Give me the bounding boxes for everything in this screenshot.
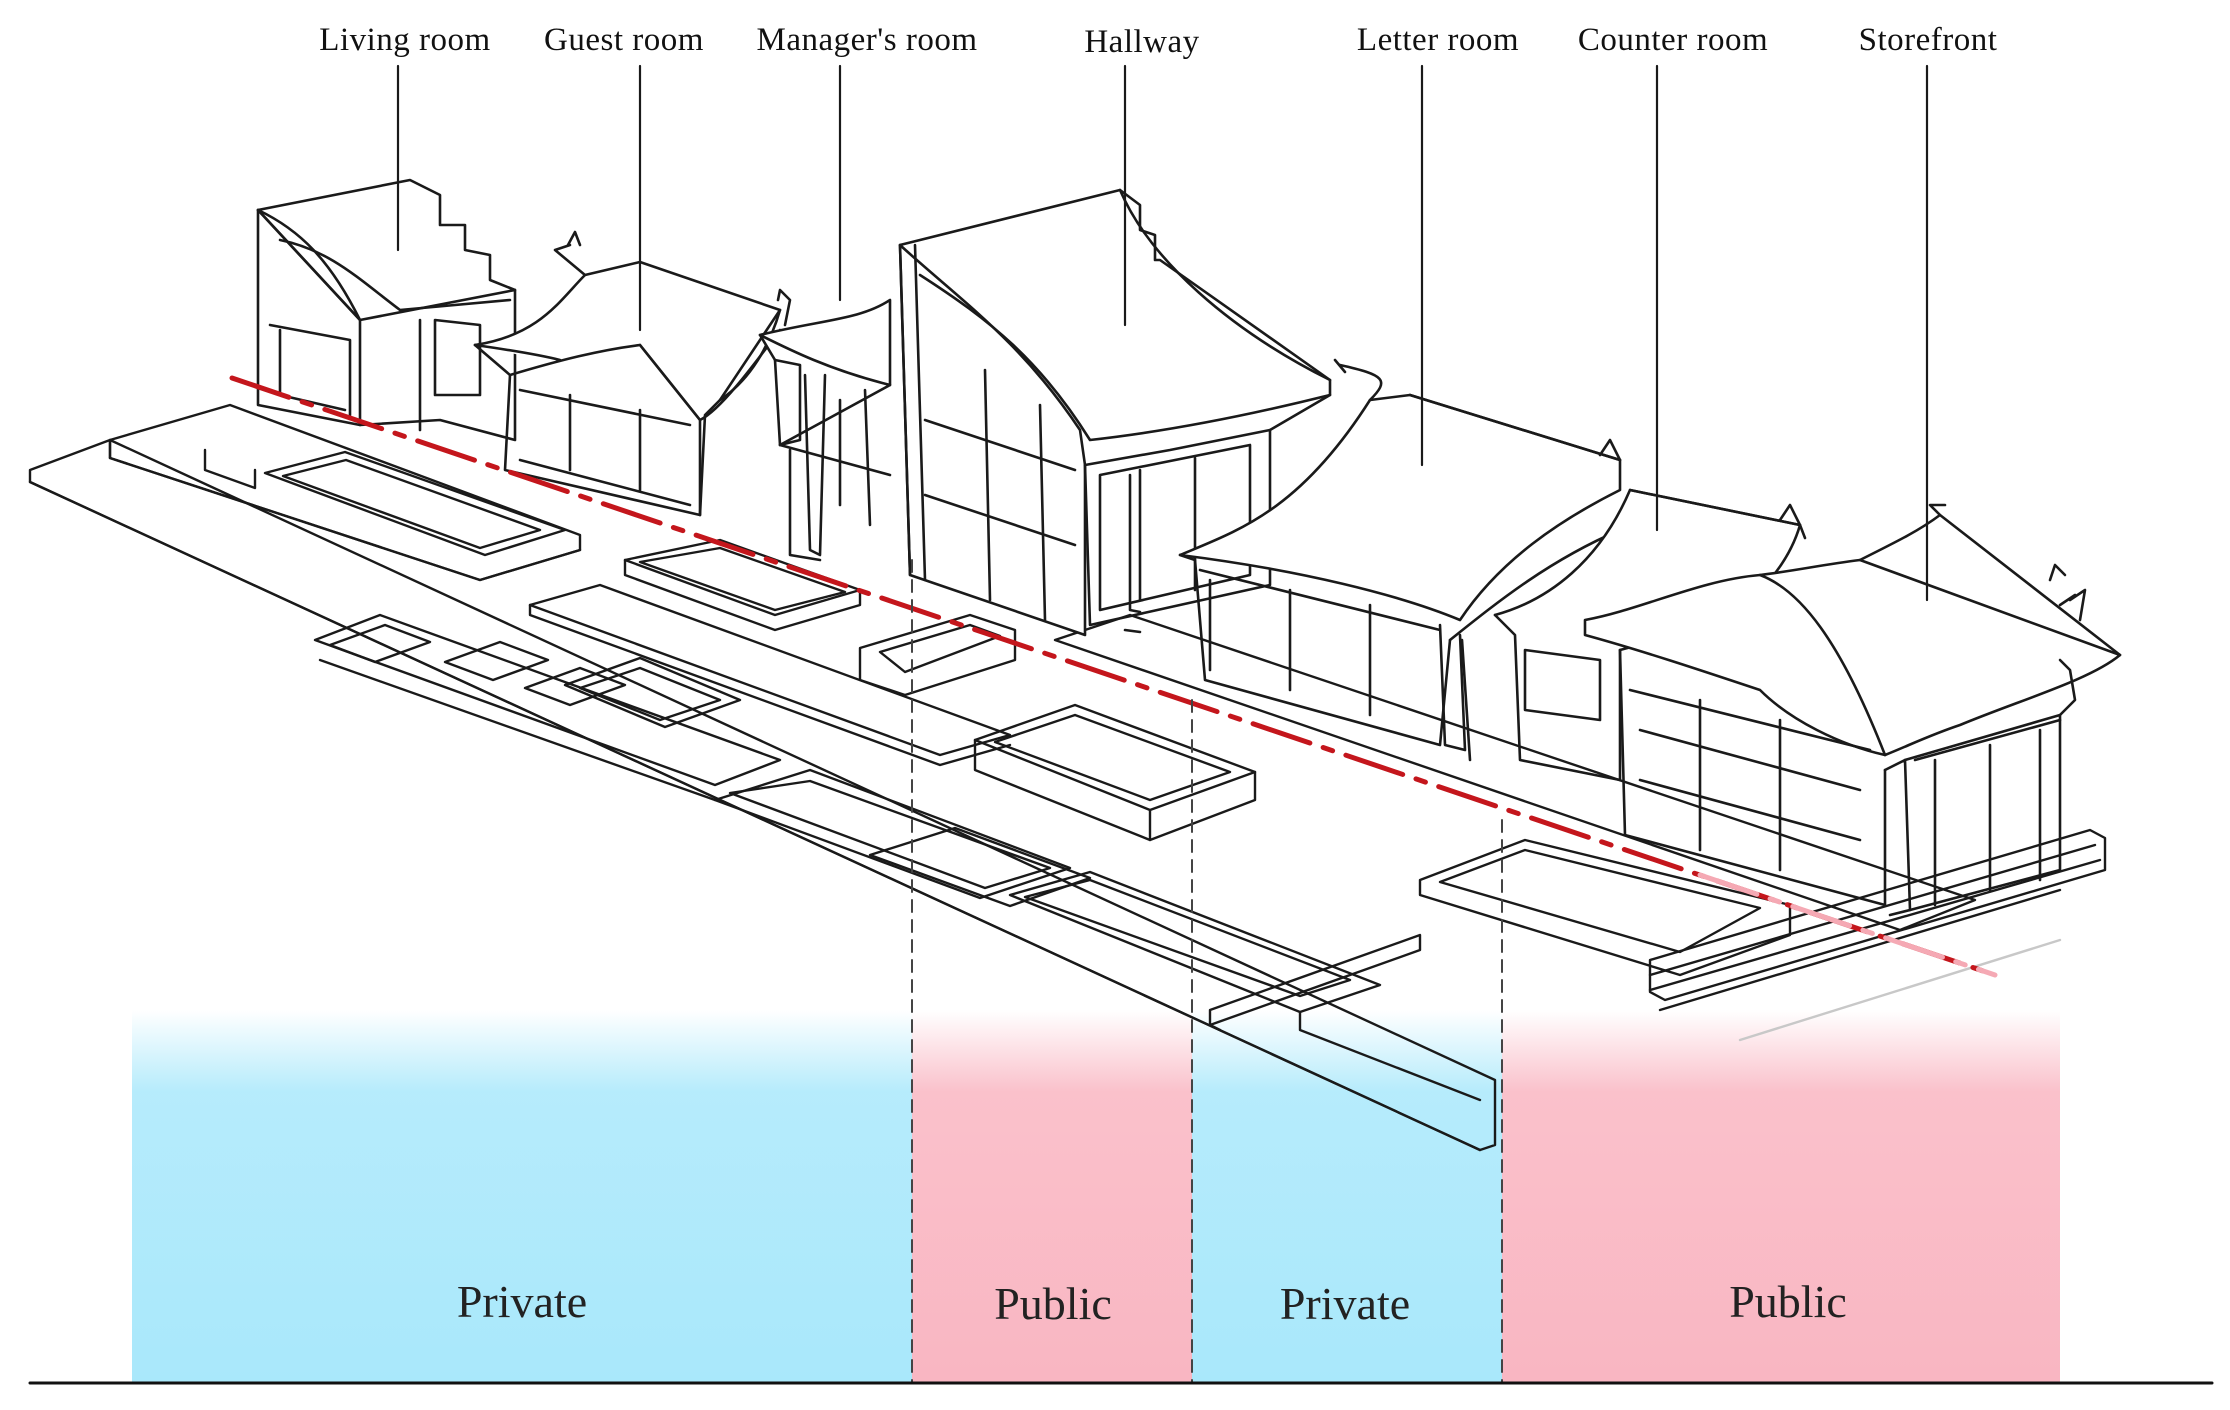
leader-lines — [396, 64, 1929, 602]
room-label-letter-room: Letter room — [1356, 22, 1520, 58]
room-label-storefront: Storefront — [1858, 22, 1998, 58]
guest-room-building — [473, 230, 792, 517]
managers-room-building — [758, 298, 892, 562]
central-axis-line-fade — [1697, 872, 1998, 978]
zone-band-private-2 — [1192, 1010, 1502, 1382]
ground-platform — [28, 403, 2107, 1152]
room-label-hallway: Hallway — [1084, 24, 1200, 60]
zone-band-public-1 — [912, 1010, 1192, 1382]
living-room-building — [256, 178, 517, 442]
room-label-guest-room: Guest room — [544, 22, 704, 58]
zone-label-private-1: Private — [456, 1276, 588, 1327]
zone-label-private-2: Private — [1279, 1278, 1411, 1329]
letter-room-building — [1178, 358, 1622, 762]
room-label-living-room: Living room — [319, 22, 491, 58]
zone-label-public-2: Public — [1729, 1276, 1847, 1327]
zone-band-public-2 — [1502, 1010, 2060, 1382]
room-label-counter-room: Counter room — [1577, 22, 1769, 58]
zone-label-public-1: Public — [994, 1278, 1112, 1329]
hallway-building — [898, 188, 1332, 637]
zone-dividers — [911, 559, 1503, 1383]
storefront-building — [1583, 503, 2122, 917]
room-label-managers-room: Manager's room — [756, 22, 978, 58]
zone-band-private-1 — [132, 1010, 912, 1382]
